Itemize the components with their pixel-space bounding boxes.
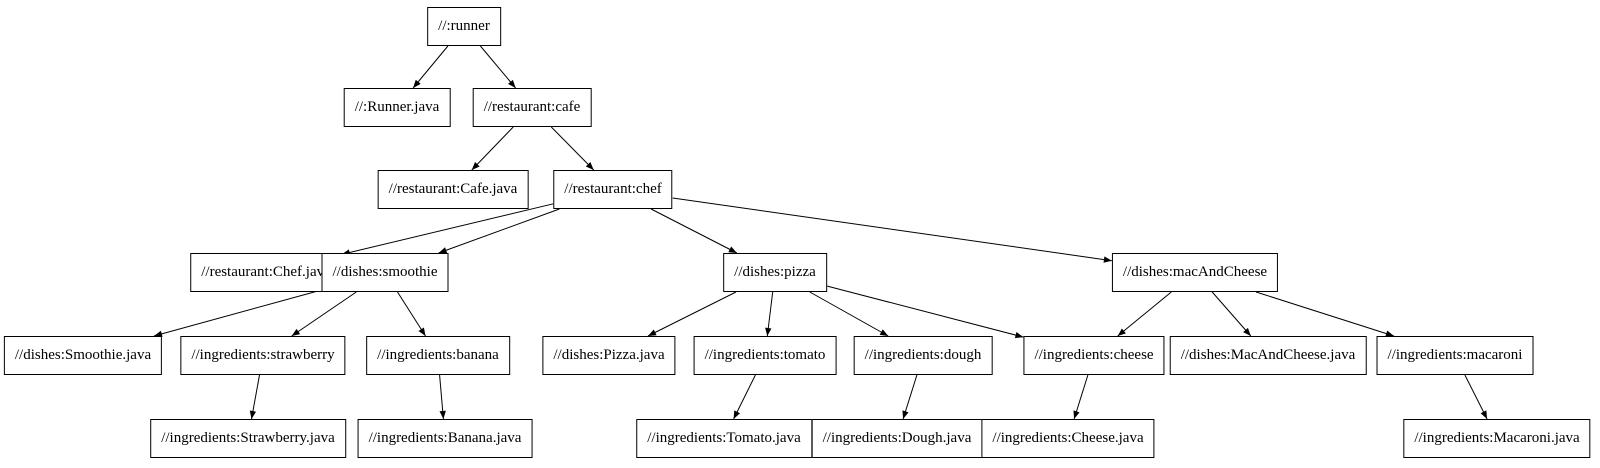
graph-edge-chef-to-chef_java bbox=[341, 203, 554, 256]
graph-node-cafe: //restaurant:cafe bbox=[472, 88, 592, 127]
graph-edge-tomato-to-tomato_java bbox=[733, 374, 756, 420]
graph-node-cheese: //ingredients:cheese bbox=[1023, 336, 1165, 375]
graph-edge-smoothie-to-strawberry bbox=[291, 291, 357, 337]
graph-edge-cheese-to-cheese_java bbox=[1073, 374, 1089, 420]
graph-node-dough_java: //ingredients:Dough.java bbox=[811, 419, 983, 458]
graph-edge-pizza-to-tomato bbox=[765, 291, 774, 337]
graph-node-runner_java: //:Runner.java bbox=[343, 88, 451, 127]
graph-edge-strawberry-to-strawberry_java bbox=[249, 374, 260, 420]
graph-node-macaroni: //ingredients:macaroni bbox=[1376, 336, 1534, 375]
graph-node-cheese_java: //ingredients:Cheese.java bbox=[981, 419, 1155, 458]
graph-edge-smoothie-to-banana bbox=[397, 291, 426, 337]
graph-edge-pizza-to-cheese bbox=[826, 285, 1024, 339]
graph-node-chef: //restaurant:chef bbox=[553, 170, 673, 209]
graph-node-pizza_java: //dishes:Pizza.java bbox=[542, 336, 676, 375]
graph-node-tomato_java: //ingredients:Tomato.java bbox=[636, 419, 812, 458]
graph-node-smoothie: //dishes:smoothie bbox=[321, 253, 449, 292]
graph-edge-cafe-to-chef bbox=[550, 126, 595, 171]
graph-edge-cafe-to-cafe_java bbox=[471, 126, 514, 171]
graph-node-banana: //ingredients:banana bbox=[366, 336, 510, 375]
graph-node-strawberry: //ingredients:strawberry bbox=[180, 336, 346, 375]
graph-node-smoothie_java: //dishes:Smoothie.java bbox=[3, 336, 163, 375]
graph-edge-runner-to-runner_java bbox=[412, 45, 449, 89]
graph-node-macaroni_java: //ingredients:Macaroni.java bbox=[1403, 419, 1591, 458]
graph-edge-smoothie-to-smoothie_java bbox=[153, 289, 322, 337]
graph-node-pizza: //dishes:pizza bbox=[723, 253, 827, 292]
graph-edge-chef-to-macandcheese bbox=[672, 197, 1112, 263]
graph-node-dough: //ingredients:dough bbox=[853, 336, 993, 375]
graph-edge-macandcheese-to-cheese bbox=[1117, 291, 1172, 337]
graph-edge-macandcheese-to-macaroni bbox=[1255, 291, 1395, 337]
graph-node-tomato: //ingredients:tomato bbox=[693, 336, 837, 375]
graph-edge-macandcheese-to-macandcheese_java bbox=[1211, 291, 1252, 337]
graph-node-chef_java: //restaurant:Chef.java bbox=[190, 253, 342, 292]
graph-edge-banana-to-banana_java bbox=[439, 374, 446, 420]
graph-edge-dough-to-dough_java bbox=[902, 374, 918, 420]
graph-edge-pizza-to-dough bbox=[809, 291, 889, 337]
graph-edge-runner-to-cafe bbox=[480, 45, 516, 89]
graph-node-macandcheese: //dishes:macAndCheese bbox=[1111, 253, 1279, 292]
graph-edge-macaroni-to-macaroni_java bbox=[1464, 374, 1488, 420]
graph-edge-chef-to-pizza bbox=[650, 208, 738, 254]
graph-edge-chef-to-smoothie bbox=[438, 208, 560, 254]
graph-node-runner: //:runner bbox=[427, 7, 501, 46]
graph-node-strawberry_java: //ingredients:Strawberry.java bbox=[150, 419, 346, 458]
graph-node-cafe_java: //restaurant:Cafe.java bbox=[377, 170, 529, 209]
graph-node-macandcheese_java: //dishes:MacAndCheese.java bbox=[1169, 336, 1367, 375]
graph-edge-pizza-to-pizza_java bbox=[647, 291, 737, 337]
graph-node-banana_java: //ingredients:Banana.java bbox=[357, 419, 533, 458]
